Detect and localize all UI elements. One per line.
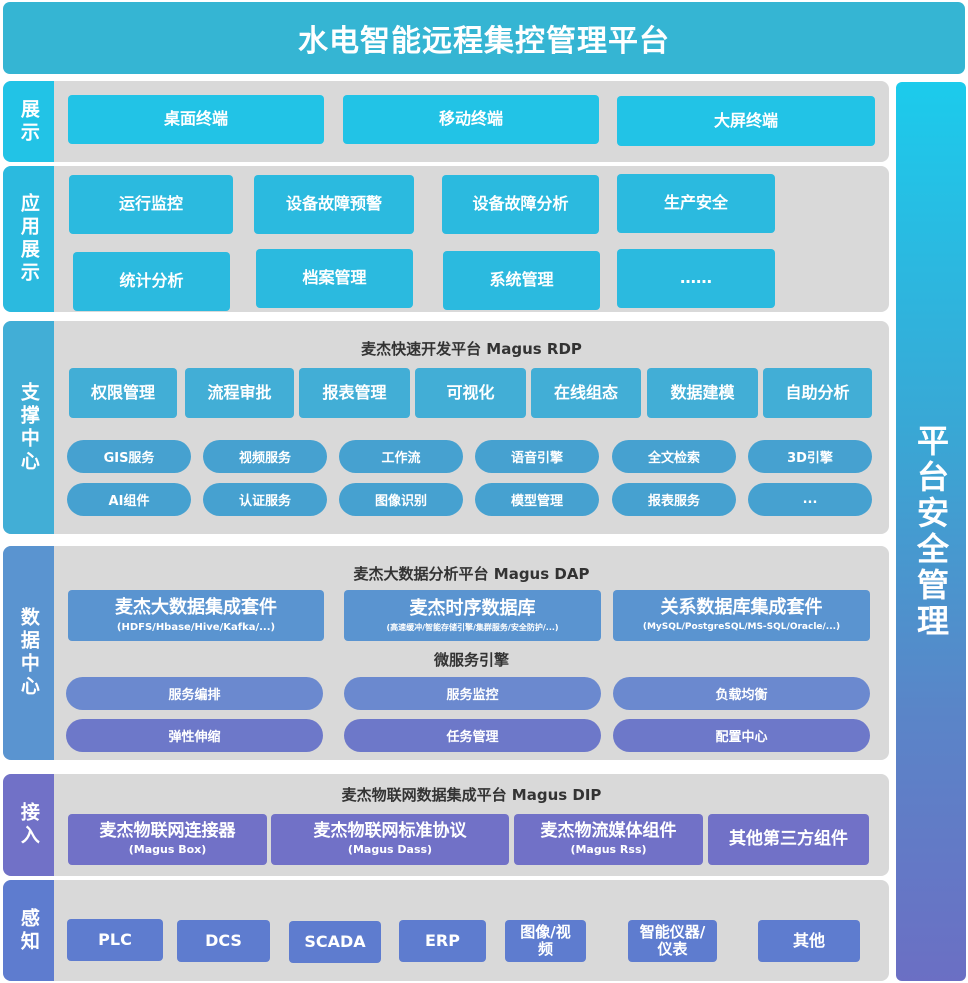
sensing-item[interactable]: PLC — [67, 919, 163, 961]
support-service[interactable]: 3D引擎 — [748, 440, 872, 473]
support-service[interactable]: 模型管理 — [475, 483, 599, 516]
layer-label-data: 数据中心 — [3, 546, 54, 760]
layer-data: 数据中心 麦杰大数据分析平台 Magus DAP 麦杰大数据集成套件 (HDFS… — [3, 546, 889, 760]
support-service[interactable]: 认证服务 — [203, 483, 327, 516]
app-item[interactable]: 系统管理 — [443, 251, 600, 310]
layer-label-sensing: 感知 — [3, 880, 54, 981]
layer-label-display: 展示 — [3, 81, 54, 162]
app-item[interactable]: 设备故障预警 — [254, 175, 414, 234]
sensing-item[interactable]: DCS — [177, 920, 270, 962]
access-component-name: 麦杰物流媒体组件 — [540, 820, 677, 841]
support-service[interactable]: 全文检索 — [612, 440, 736, 473]
access-component-detail: (Magus Rss) — [570, 843, 647, 857]
access-component-name: 麦杰物联网标准协议 — [313, 820, 467, 841]
display-item[interactable]: 大屏终端 — [617, 96, 875, 146]
layer-access: 接入 麦杰物联网数据集成平台 Magus DIP 麦杰物联网连接器 (Magus… — [3, 774, 889, 876]
display-item[interactable]: 桌面终端 — [68, 95, 324, 144]
app-item[interactable]: 统计分析 — [73, 252, 230, 311]
support-module[interactable]: 流程审批 — [185, 368, 294, 418]
app-item[interactable]: …… — [617, 249, 775, 308]
support-module[interactable]: 在线组态 — [531, 368, 641, 418]
app-item[interactable]: 设备故障分析 — [442, 175, 599, 234]
display-item[interactable]: 移动终端 — [343, 95, 599, 144]
data-suite-detail: (MySQL/PostgreSQL/MS-SQL/Oracle/...) — [642, 622, 841, 633]
data-suite-detail: (高速缓冲/智能存储引擎/集群服务/安全防护/...) — [386, 622, 559, 632]
app-item[interactable]: 运行监控 — [69, 175, 233, 234]
sensing-item[interactable]: ERP — [399, 920, 486, 962]
support-service[interactable]: 报表服务 — [612, 483, 736, 516]
access-platform-title: 麦杰物联网数据集成平台 Magus DIP — [341, 786, 602, 804]
microservice-title: 微服务引擎 — [433, 651, 509, 669]
support-service[interactable]: 视频服务 — [203, 440, 327, 473]
support-service[interactable]: 工作流 — [339, 440, 463, 473]
access-component[interactable]: 麦杰物联网标准协议 (Magus Dass) — [271, 814, 509, 865]
platform-security-label: 平台安全管理 — [912, 423, 950, 640]
layer-label-application: 应用展示 — [3, 166, 54, 312]
data-suite[interactable]: 麦杰时序数据库 (高速缓冲/智能存储引擎/集群服务/安全防护/...) — [344, 590, 601, 641]
sensing-item[interactable]: 图像/视频 — [505, 920, 586, 962]
support-module[interactable]: 权限管理 — [69, 368, 177, 418]
layer-label-access: 接入 — [3, 774, 54, 876]
support-module[interactable]: 自助分析 — [763, 368, 872, 418]
support-service[interactable]: 图像识别 — [339, 483, 463, 516]
access-component-detail: (Magus Dass) — [347, 843, 433, 857]
access-component-name: 麦杰物联网连接器 — [99, 820, 236, 841]
support-service[interactable]: 语音引擎 — [475, 440, 599, 473]
sensing-item[interactable]: 智能仪器/仪表 — [628, 920, 717, 962]
data-suite-detail: (HDFS/Hbase/Hive/Kafka/...) — [116, 621, 276, 633]
layer-support: 支撑中心 麦杰快速开发平台 Magus RDP 权限管理 流程审批 报表管理 可… — [3, 321, 889, 534]
microservice-item[interactable]: 弹性伸缩 — [66, 719, 323, 752]
microservice-item[interactable]: 服务监控 — [344, 677, 601, 710]
access-component[interactable]: 其他第三方组件 — [708, 814, 869, 865]
app-item[interactable]: 档案管理 — [256, 249, 413, 308]
microservice-item[interactable]: 服务编排 — [66, 677, 323, 710]
microservice-item[interactable]: 配置中心 — [613, 719, 870, 752]
access-component-detail: (Magus Box) — [128, 843, 207, 857]
layer-label-support: 支撑中心 — [3, 321, 54, 534]
microservice-item[interactable]: 负载均衡 — [613, 677, 870, 710]
data-suite-name: 麦杰时序数据库 — [409, 598, 536, 620]
support-module[interactable]: 可视化 — [415, 368, 526, 418]
data-suite-name: 麦杰大数据集成套件 — [115, 596, 277, 618]
support-platform-title: 麦杰快速开发平台 Magus RDP — [361, 340, 582, 358]
data-suite[interactable]: 麦杰大数据集成套件 (HDFS/Hbase/Hive/Kafka/...) — [68, 590, 324, 641]
access-component[interactable]: 麦杰物流媒体组件 (Magus Rss) — [514, 814, 703, 865]
data-suite[interactable]: 关系数据库集成套件 (MySQL/PostgreSQL/MS-SQL/Oracl… — [613, 590, 870, 641]
app-item[interactable]: 生产安全 — [617, 174, 775, 233]
sensing-item[interactable]: SCADA — [289, 921, 381, 963]
layer-application: 应用展示 运行监控 设备故障预警 设备故障分析 生产安全 统计分析 档案管理 系… — [3, 166, 889, 312]
layer-display: 展示 桌面终端 移动终端 大屏终端 — [3, 81, 889, 162]
platform-security-bar: 平台安全管理 — [896, 82, 966, 981]
support-service[interactable]: AI组件 — [67, 483, 191, 516]
platform-title: 水电智能远程集控管理平台 — [3, 2, 965, 74]
sensing-item[interactable]: 其他 — [758, 920, 860, 962]
data-platform-title: 麦杰大数据分析平台 Magus DAP — [353, 565, 590, 583]
access-component[interactable]: 麦杰物联网连接器 (Magus Box) — [68, 814, 267, 865]
support-service[interactable]: ... — [748, 483, 872, 516]
support-module[interactable]: 报表管理 — [299, 368, 410, 418]
data-suite-name: 关系数据库集成套件 — [660, 597, 823, 619]
support-module[interactable]: 数据建模 — [647, 368, 758, 418]
microservice-item[interactable]: 任务管理 — [344, 719, 601, 752]
access-component-name: 其他第三方组件 — [729, 828, 848, 849]
platform-title-text: 水电智能远程集控管理平台 — [298, 24, 670, 59]
layer-sensing: 感知 PLC DCS SCADA ERP 图像/视频 智能仪器/仪表 其他 — [3, 880, 889, 981]
support-service[interactable]: GIS服务 — [67, 440, 191, 473]
